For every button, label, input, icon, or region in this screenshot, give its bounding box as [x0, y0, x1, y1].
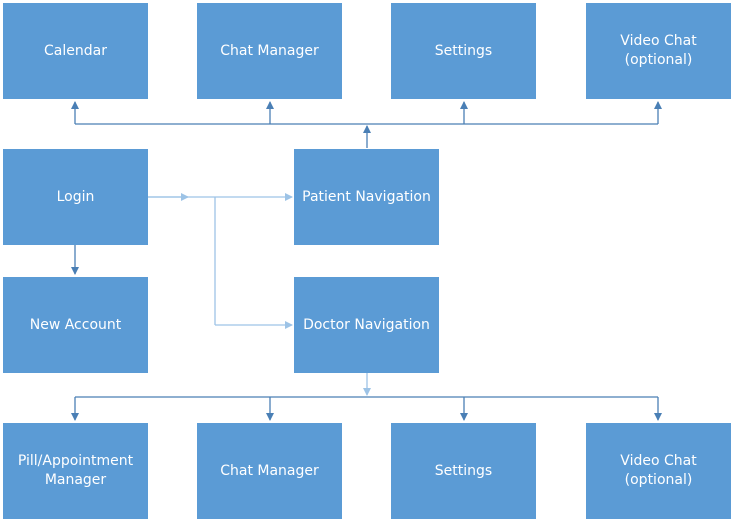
- settings-top-box: Settings: [391, 3, 536, 99]
- video-chat-bottom-box: Video Chat (optional): [586, 423, 731, 519]
- doctor-navigation-box: Doctor Navigation: [294, 277, 439, 373]
- login-to-navigation-connectors: [148, 193, 293, 329]
- chat-manager-top-box: Chat Manager: [197, 3, 342, 99]
- new-account-box: New Account: [3, 277, 148, 373]
- pill-appointment-manager-box: Pill/Appointment Manager: [3, 423, 148, 519]
- chat-manager-bottom-box: Chat Manager: [197, 423, 342, 519]
- doctor-to-bottom-row-connectors: [71, 396, 662, 421]
- calendar-box: Calendar: [3, 3, 148, 99]
- video-chat-top-box: Video Chat (optional): [586, 3, 731, 99]
- patient-navigation-box: Patient Navigation: [294, 149, 439, 245]
- patient-to-top-row-connectors: [71, 101, 662, 148]
- login-box: Login: [3, 149, 148, 245]
- settings-bottom-box: Settings: [391, 423, 536, 519]
